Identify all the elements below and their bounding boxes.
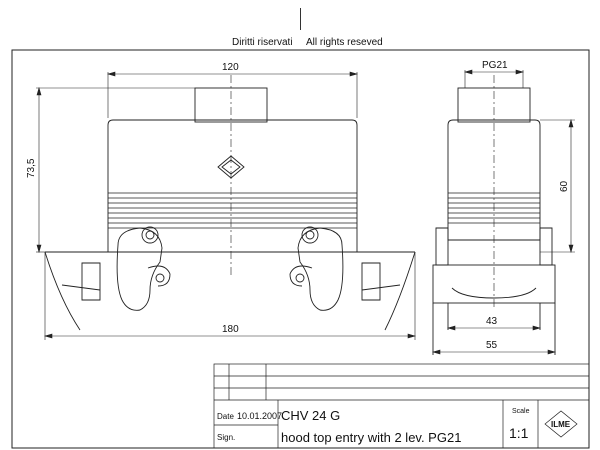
dimension-inner-width: 43 [486,316,498,327]
date-label: Date [217,412,234,421]
hood-ribs [108,192,357,229]
side-left-lever [435,227,449,266]
date-value: 10.01.2007 [237,411,282,421]
product-code: CHV 24 G [281,408,340,423]
base-left-curve [44,251,81,331]
front-dimensions [36,71,417,340]
dimension-height-right: 60 [559,180,570,192]
front-view [44,75,416,331]
hood-logo-icon [217,155,245,179]
dimension-height-left: 73,5 [26,158,37,178]
product-description: hood top entry with 2 lev. PG21 [281,430,461,445]
side-view [432,75,556,355]
dimension-outer-width: 55 [486,340,498,351]
dimension-width-bottom: 180 [222,324,239,335]
sheet-top-tick [300,8,301,30]
right-locking-lever [289,226,344,311]
side-right-lever [539,227,553,266]
rights-reserved-italian: Diritti riservati [232,37,293,48]
sign-label: Sign. [217,433,235,442]
scale-value: 1:1 [509,425,529,441]
left-locking-lever [116,226,171,311]
ilme-logo-icon [544,410,578,438]
side-hood-body [447,119,541,241]
dimension-width-top: 120 [222,62,239,73]
rights-reserved-english: All rights reseved [306,37,383,48]
left-foot [81,262,101,301]
dimension-thread: PG21 [482,60,508,71]
ilme-logo-text: ILME [551,420,571,429]
title-block [213,363,590,449]
right-foot [361,262,381,301]
side-base [432,264,556,304]
scale-label: Scale [512,408,530,415]
base-right-curve [384,251,416,331]
hood-body [107,119,358,253]
side-dimensions [431,69,575,355]
